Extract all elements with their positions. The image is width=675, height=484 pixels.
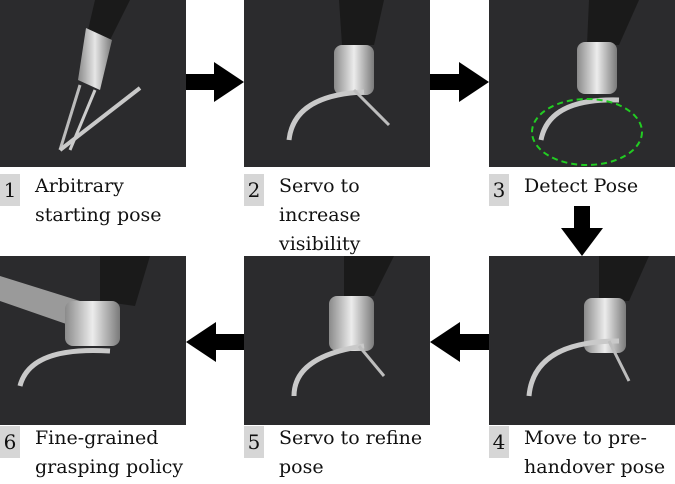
arrow-left-4-5	[430, 322, 489, 362]
step-2-image	[244, 0, 430, 167]
step-label: Detect Pose	[524, 175, 639, 197]
step-6-caption: 6 Fine-grained grasping policy	[0, 424, 186, 484]
step-5-image	[244, 256, 430, 425]
step-4-image	[489, 256, 675, 425]
arrow-down-3-4	[561, 206, 603, 256]
step-label: Servo to increase visibility	[279, 175, 361, 255]
step-label: Arbitrary starting pose	[35, 175, 162, 226]
step-number-badge: 6	[0, 426, 20, 458]
step-number-badge: 2	[244, 174, 264, 206]
step-1-caption: 1 Arbitrary starting pose	[0, 172, 186, 232]
step-1-image	[0, 0, 186, 167]
step-5-caption: 5 Servo to refine pose	[244, 424, 430, 484]
step-number-badge: 3	[489, 174, 509, 206]
step-label: Fine-grained grasping policy	[35, 427, 184, 478]
step-6-image	[0, 256, 186, 425]
step-number-badge: 4	[489, 426, 509, 458]
step-label: Servo to refine pose	[279, 427, 423, 478]
step-4-caption: 4 Move to pre- handover pose	[489, 424, 675, 484]
detected-pose-ellipse	[531, 98, 643, 166]
arrow-right-1-2	[186, 62, 244, 102]
step-3-image	[489, 0, 675, 167]
step-number-badge: 5	[244, 426, 264, 458]
step-3-caption: 3 Detect Pose	[489, 172, 675, 232]
arrow-right-2-3	[430, 62, 489, 102]
step-2-caption: 2 Servo to increase visibility	[244, 172, 430, 255]
arrow-left-5-6	[186, 322, 244, 362]
step-number-badge: 1	[0, 174, 20, 206]
step-label: Move to pre- handover pose	[524, 427, 666, 478]
